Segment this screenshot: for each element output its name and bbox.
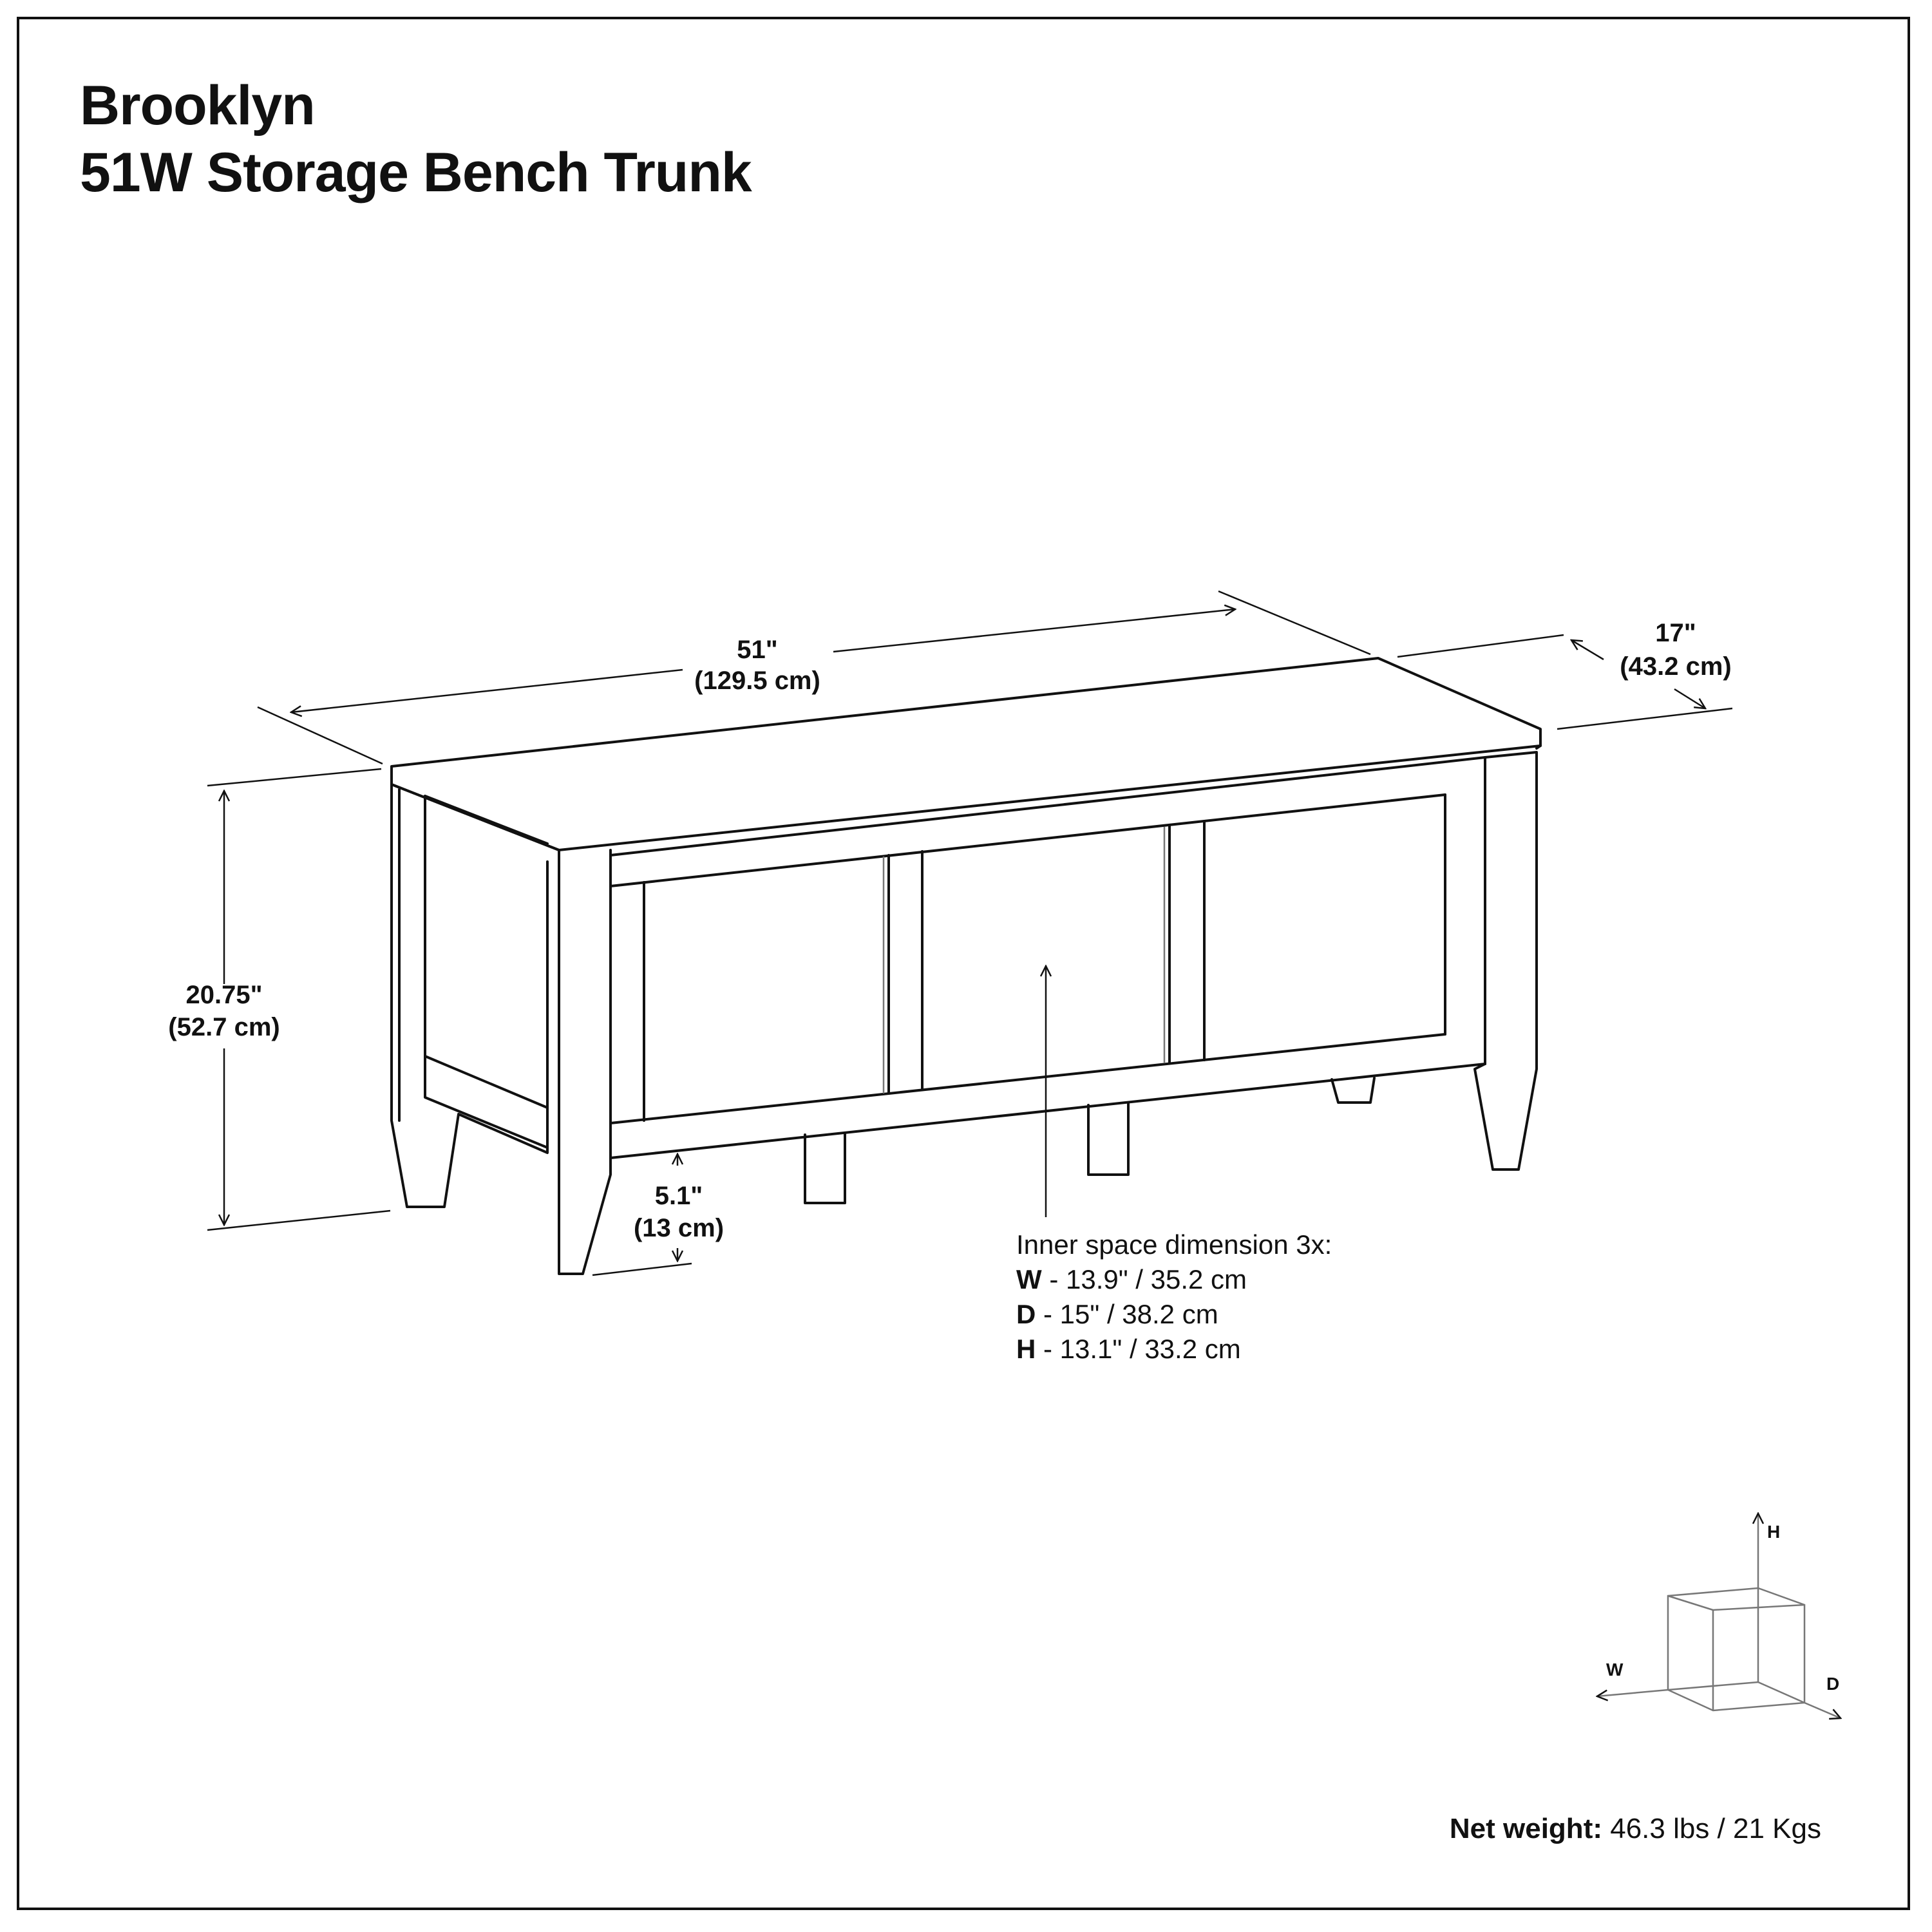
width-dimension: 51" (129.5 cm) — [257, 590, 1371, 765]
depth-dimension: 17" (43.2 cm) — [1397, 619, 1733, 730]
width-cm-label: (129.5 cm) — [694, 667, 820, 695]
axis-h-label: H — [1767, 1522, 1780, 1542]
width-in-label: 51" — [737, 636, 777, 664]
depth-cm-label: (43.2 cm) — [1620, 652, 1731, 681]
bench-top — [390, 657, 1542, 857]
leg-dimension: 5.1" (13 cm) — [592, 1154, 724, 1276]
inner-space-depth: D - 15" / 38.2 cm — [1016, 1299, 1218, 1329]
back-legs — [804, 1077, 1376, 1204]
title-product: 51W Storage Bench Trunk — [80, 142, 752, 204]
height-in-label: 20.75" — [185, 981, 262, 1009]
leg-cm-label: (13 cm) — [634, 1214, 724, 1242]
height-cm-label: (52.7 cm) — [168, 1013, 279, 1041]
axis-w-label: W — [1606, 1660, 1624, 1680]
bench-front-frame — [558, 751, 1538, 1275]
depth-in-label: 17" — [1655, 619, 1696, 647]
inner-space-width: W - 13.9" / 35.2 cm — [1016, 1264, 1247, 1294]
bench-left-side — [390, 783, 549, 1208]
inner-space-info: Inner space dimension 3x: W - 13.9" / 35… — [1016, 1227, 1332, 1367]
net-weight: Net weight: 46.3 lbs / 21 Kgs — [1450, 1813, 1821, 1845]
leg-in-label: 5.1" — [655, 1182, 703, 1210]
axis-cube-icon: H W D — [1597, 1513, 1841, 1718]
inner-space-height: H - 13.1" / 33.2 cm — [1016, 1334, 1241, 1364]
page-frame — [17, 17, 1910, 1910]
net-weight-label: Net weight: — [1449, 1813, 1602, 1844]
height-dimension: 20.75" (52.7 cm) — [168, 768, 391, 1231]
net-weight-value: 46.3 lbs / 21 Kgs — [1602, 1813, 1821, 1844]
title-brand: Brooklyn — [80, 75, 316, 137]
product-title: Brooklyn 51W Storage Bench Trunk — [80, 72, 752, 206]
front-panels — [643, 793, 1446, 1122]
inner-space-heading: Inner space dimension 3x: — [1016, 1229, 1332, 1260]
axis-d-label: D — [1826, 1674, 1839, 1694]
